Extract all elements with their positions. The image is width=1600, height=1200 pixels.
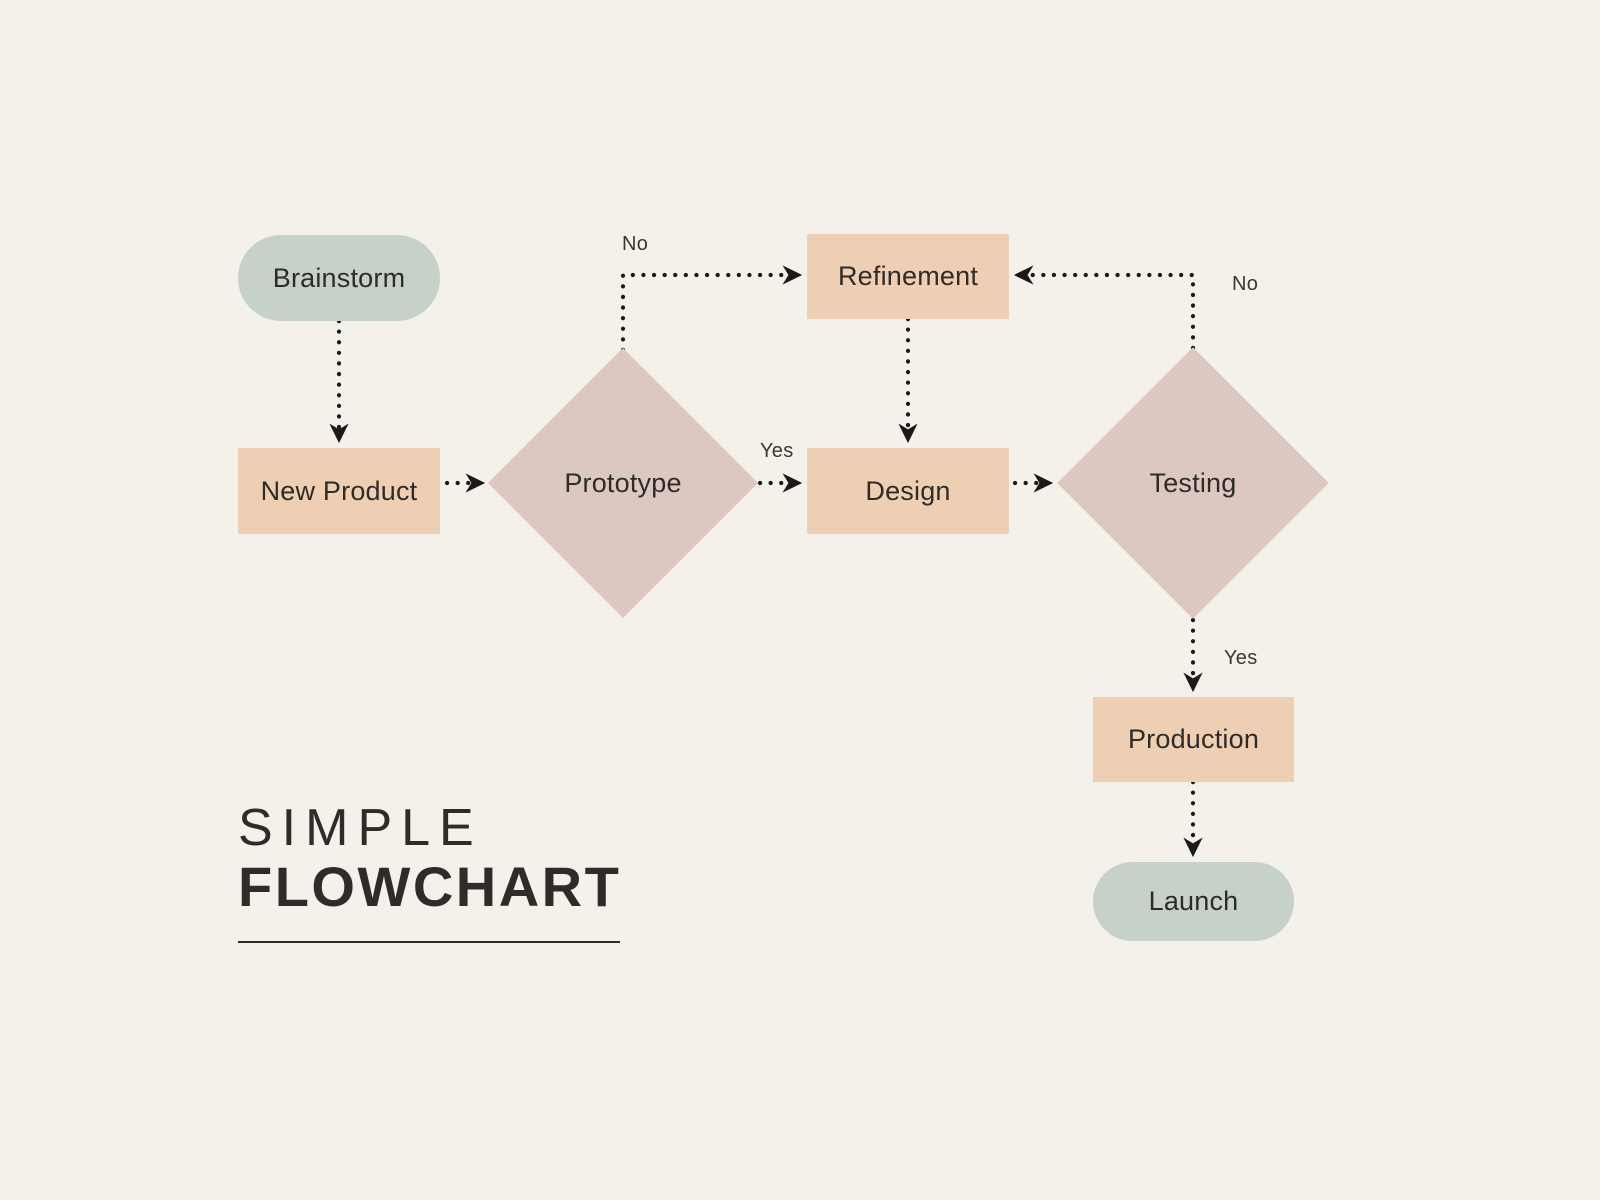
edge-label-prototype-yes: Yes	[760, 440, 794, 462]
node-refinement[interactable]: Refinement	[807, 234, 1009, 319]
node-label-new-product: New Product	[260, 475, 418, 506]
page-title-line2: FLOWCHART	[238, 855, 622, 919]
node-brainstorm[interactable]: Brainstorm	[238, 235, 440, 321]
node-prototype[interactable]: Prototype	[487, 347, 759, 619]
title-underline-rule	[238, 941, 620, 943]
node-label-prototype: Prototype	[564, 467, 682, 498]
node-launch[interactable]: Launch	[1093, 862, 1294, 941]
edge-label-testing-yes: Yes	[1224, 647, 1258, 669]
page-title-line1: SIMPLE	[238, 799, 483, 857]
edge-label-testing-no: No	[1232, 273, 1259, 295]
node-label-testing: Testing	[1149, 467, 1237, 498]
node-design[interactable]: Design	[807, 448, 1009, 534]
node-label-design: Design	[865, 475, 951, 506]
edge-testing-no-to-refinement	[1013, 265, 1196, 351]
node-new-product[interactable]: New Product	[238, 448, 440, 534]
edge-label-prototype-no: No	[622, 233, 649, 255]
node-label-brainstorm: Brainstorm	[272, 262, 406, 293]
node-testing[interactable]: Testing	[1057, 347, 1329, 619]
node-production[interactable]: Production	[1093, 697, 1294, 782]
node-label-refinement: Refinement	[837, 261, 979, 291]
title-block: SIMPLE FLOWCHART	[238, 800, 658, 919]
edge-prototype-no-to-refinement	[620, 265, 803, 353]
node-label-production: Production	[1127, 724, 1260, 754]
node-label-launch: Launch	[1148, 886, 1239, 916]
